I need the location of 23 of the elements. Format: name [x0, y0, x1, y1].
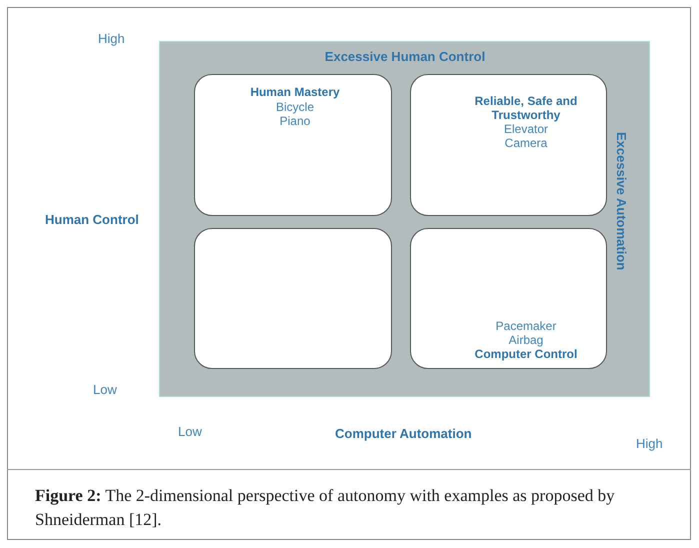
axis-label: Computer Automation — [335, 426, 472, 441]
quadrant-panel — [159, 41, 650, 397]
heading-text: Pacemaker — [494, 319, 558, 333]
side-axis-label: Excessive Automation — [614, 132, 628, 270]
figure-caption: Figure 2: The 2-dimensional perspective of autonomy with examples as proposed by Shneiderman [12]. — [35, 485, 616, 531]
example-text: Airbag — [508, 333, 544, 347]
quadrant-box — [410, 228, 607, 369]
heading-text: Reliable, Safe and Trustworthy — [474, 94, 578, 122]
quadrant-box — [194, 74, 392, 216]
example-text: Piano — [278, 114, 312, 128]
axis-label: High — [636, 436, 663, 451]
heading-text: Human Mastery — [249, 85, 341, 99]
quadrant-box — [194, 228, 392, 369]
example-text: Computer Control — [474, 347, 578, 361]
example-text: Bicycle — [274, 100, 315, 114]
example-text: Elevator — [502, 122, 550, 136]
axis-label: Human Control — [45, 212, 139, 227]
axis-label: Low — [93, 382, 117, 397]
quadrant-box — [410, 74, 607, 216]
top-axis-label: Excessive Human Control — [324, 50, 486, 64]
axis-label: High — [98, 31, 125, 46]
axis-label: Low — [178, 424, 202, 439]
example-text: Camera — [504, 136, 548, 150]
